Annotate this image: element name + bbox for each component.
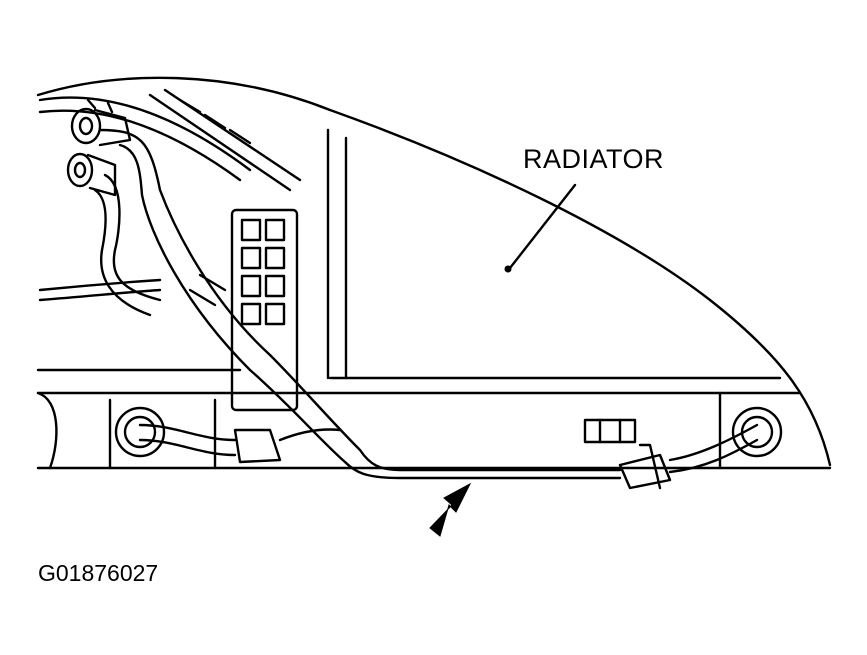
fan-blade-arc2: [38, 288, 162, 302]
right-mount-grommet-outer: [731, 406, 783, 458]
left-mount-grommet-outer: [114, 406, 166, 458]
main-hose-upper: [98, 128, 622, 472]
radiator-leader-dot: [504, 265, 512, 273]
fan-blade-arc: [38, 278, 162, 292]
main-hose-lower: [118, 143, 622, 480]
upper-fitting-2: [66, 152, 94, 188]
bracket-frame: [230, 208, 299, 412]
radiator-shroud-outline: [36, 76, 832, 467]
arrow-up-right-icon: [429, 482, 472, 537]
upper-fitting-1: [70, 107, 102, 145]
radiator-leader-line: [508, 183, 577, 270]
left-mount-grommet-inner: [123, 415, 157, 449]
fan-shroud-curve: [38, 96, 252, 172]
fan-shroud-inner: [38, 109, 242, 182]
radiator-callout-label: RADIATOR: [523, 144, 665, 174]
figure-id: G01876027: [38, 560, 159, 586]
